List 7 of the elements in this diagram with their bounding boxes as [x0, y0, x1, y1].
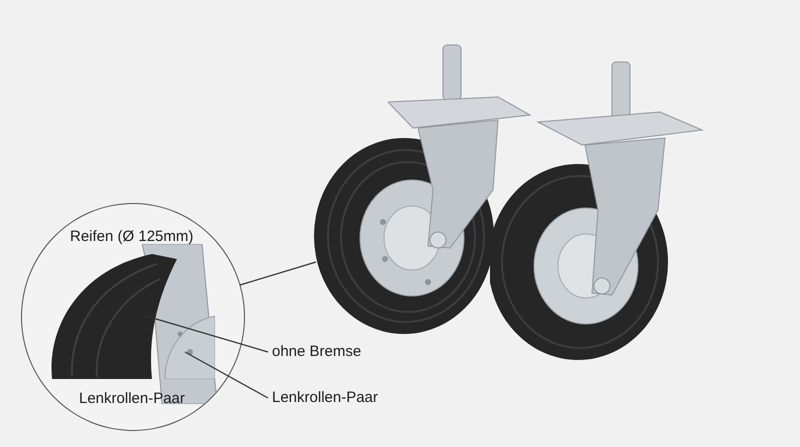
leader-line	[240, 261, 316, 286]
callout-label: Lenkrollen-Paar	[272, 389, 378, 407]
leader-line	[146, 315, 268, 353]
leader-line	[184, 351, 268, 399]
callout-label: Reifen (Ø 125mm)	[70, 228, 194, 246]
callout-label: Lenkrollen-Paar	[79, 390, 185, 408]
callout-label: ohne Bremse	[272, 343, 362, 361]
